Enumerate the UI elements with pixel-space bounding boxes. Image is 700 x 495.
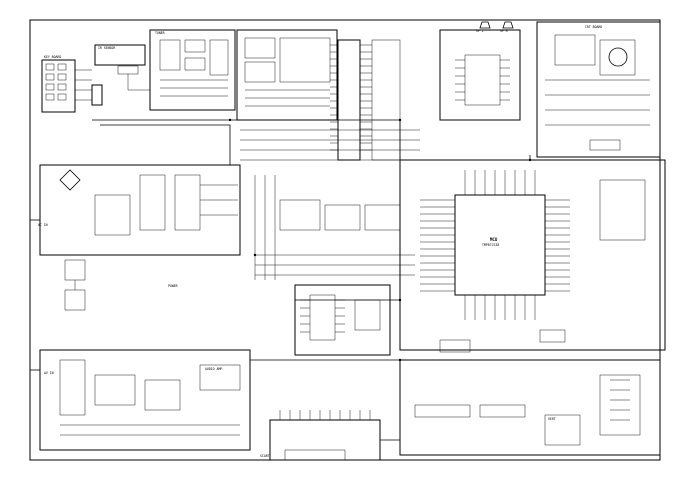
- scart-connector: [269, 410, 381, 461]
- crt-board-label: CRT BOARD: [585, 25, 603, 29]
- keypad-block: [41, 59, 103, 113]
- speaker-right-label: SP R: [500, 29, 508, 33]
- tuner-if-section: [149, 29, 338, 121]
- outer-frame: [29, 19, 661, 461]
- chroma-block: [294, 284, 391, 356]
- central-wiring: [240, 129, 420, 280]
- power-supply: [39, 164, 241, 311]
- power-label: POWER: [168, 284, 178, 288]
- ir-label: IR SENSOR: [98, 46, 116, 50]
- scart-label: SCART: [260, 454, 270, 458]
- ir-block: [94, 44, 150, 91]
- mcu-label: MCU: [490, 237, 498, 242]
- av-in-label: AV IN: [44, 371, 54, 375]
- tuner-label: TUNER: [155, 31, 165, 35]
- bus-lines: [30, 119, 531, 441]
- audio-amp-label: AUDIO AMP: [205, 367, 223, 371]
- mcu-block: [399, 159, 666, 353]
- mcu-part-label: TMP87CS38: [482, 243, 500, 247]
- vertical-section: [399, 359, 661, 456]
- keypad-label: KEY BOARD: [44, 55, 62, 59]
- ac-in-label: AC IN: [38, 223, 48, 227]
- crt-board: [536, 21, 661, 158]
- audio-amp: [39, 349, 251, 451]
- audio-output: [439, 21, 521, 121]
- vertical-label: VERT: [548, 417, 556, 421]
- junctions: [228, 118, 532, 362]
- speaker-left-label: SP L: [476, 29, 484, 33]
- jungle-ic: [330, 39, 401, 161]
